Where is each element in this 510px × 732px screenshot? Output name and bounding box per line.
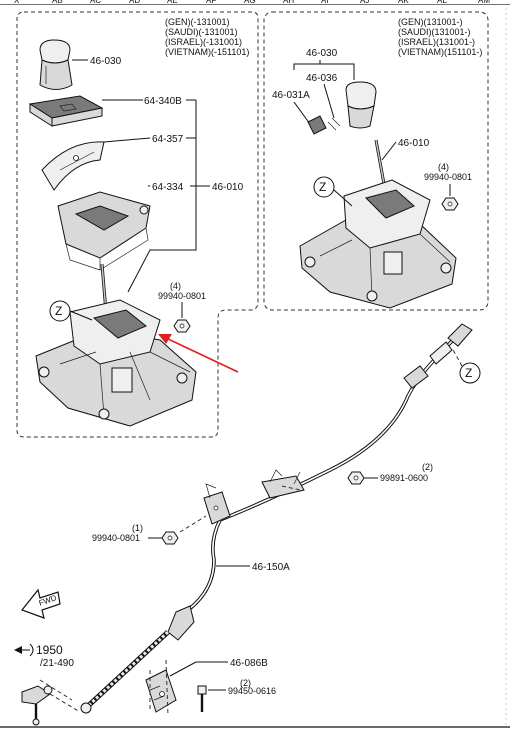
- ruler-label: AG: [244, 0, 256, 5]
- bolt-part: 99450-0616: [228, 686, 276, 696]
- ruler-label: AJ: [360, 0, 369, 5]
- cross-reference[interactable]: 1950 /21-490: [14, 643, 74, 669]
- shift-knob-left[interactable]: [39, 39, 73, 90]
- applicability-line: (SAUDI)(-131001): [165, 27, 238, 37]
- reference-number: 1950: [36, 643, 63, 657]
- zone-label: Z: [319, 180, 326, 194]
- zone-marker-right: Z: [313, 176, 353, 207]
- knob-clip[interactable]: [307, 115, 341, 135]
- applicability-line: (ISRAEL)(131001-): [398, 37, 475, 47]
- callout-assy-right: 46-010: [398, 138, 430, 149]
- shifter-assembly-right[interactable]: [299, 179, 457, 309]
- left-applicability: (GEN)(-131001) (SAUDI)(-131001) (ISRAEL)…: [165, 17, 249, 57]
- zone-marker-lower: Z: [451, 347, 481, 384]
- ruler-label: AC: [90, 0, 101, 5]
- nut-part-left: 99940-0801: [158, 291, 206, 301]
- callout-knob-body: 46-036: [306, 73, 338, 84]
- callout-cover: 64-357: [152, 134, 184, 145]
- cable-bracket-lower[interactable]: [145, 669, 177, 713]
- nut-right-box[interactable]: [441, 197, 459, 211]
- callout-bracket: 46-086B: [230, 658, 268, 669]
- applicability-line: (GEN)(131001-): [398, 17, 463, 27]
- callout-bezel: 64-340B: [144, 96, 182, 107]
- cable-bracket-upper[interactable]: [261, 469, 305, 499]
- nut-lower-right-qty: (2): [422, 462, 433, 472]
- applicability-line: (SAUDI)(131001-): [398, 27, 471, 37]
- nut-left-box[interactable]: [173, 319, 191, 333]
- reference-pointer-icon: [14, 646, 22, 654]
- ruler-label: AI: [321, 0, 329, 5]
- ruler-label: AL: [437, 0, 447, 5]
- shift-bezel[interactable]: [28, 95, 104, 127]
- red-arrow: [158, 334, 239, 373]
- shift-boot-cover[interactable]: [41, 141, 105, 191]
- cable-bracket-mid[interactable]: [203, 483, 231, 525]
- zone-label: Z: [55, 304, 62, 318]
- reference-subpage: /21-490: [40, 658, 74, 669]
- callout-leader: [127, 100, 197, 293]
- callout-assy-left: 46-010: [212, 182, 244, 193]
- callout-cable: 46-150A: [252, 562, 290, 573]
- ruler-label: AD: [129, 0, 140, 5]
- callout-panel: 64-334: [152, 182, 184, 193]
- nut-qty-left: (4): [170, 281, 181, 291]
- right-dashed-box: [263, 11, 489, 311]
- nut-lower-left-qty: (1): [132, 523, 143, 533]
- shift-knob-right[interactable]: [345, 81, 377, 129]
- fwd-arrow-icon: FWD: [21, 588, 61, 619]
- nut-lower-right-part: 99891-0600: [380, 473, 428, 483]
- ball-joint[interactable]: [21, 685, 53, 726]
- ruler-label: AF: [206, 0, 216, 5]
- applicability-line: (ISRAEL)(-131001): [165, 37, 242, 47]
- callout-knob-right: 46-030: [306, 48, 338, 59]
- nut-lower-left[interactable]: [161, 531, 179, 545]
- applicability-line: (VIETNAM)(151101-): [398, 47, 482, 57]
- indicator-panel[interactable]: [57, 191, 151, 271]
- left-dashed-box: [16, 11, 259, 438]
- ruler-label: AB: [52, 0, 63, 5]
- applicability-line: (VIETNAM)(-151101): [165, 47, 249, 57]
- bolt-lower[interactable]: [197, 685, 207, 712]
- zone-label: Z: [465, 366, 472, 380]
- ruler-label: AE: [167, 0, 178, 5]
- ruler-label: AM: [478, 0, 490, 5]
- callout-knob-left: 46-030: [90, 56, 122, 67]
- nut-qty-right: (4): [438, 162, 449, 172]
- nut-part-right: 99940-0801: [424, 172, 472, 182]
- bolt-qty: (2): [240, 678, 251, 688]
- nut-lower-left-part: 99940-0801: [92, 533, 140, 543]
- shifter-assembly-left[interactable]: [35, 299, 197, 427]
- ruler-label: AH: [283, 0, 294, 5]
- callout-clip: 46-031A: [272, 90, 310, 101]
- nut-lower-right[interactable]: [347, 471, 365, 485]
- ruler-label: AK: [398, 0, 409, 5]
- ruler-label: X: [14, 0, 20, 5]
- top-ruler: X AB AC AD AE AF AG AH AI AJ AK AL AM: [0, 0, 510, 5]
- zone-marker-left: Z: [49, 300, 93, 322]
- right-applicability: (GEN)(131001-) (SAUDI)(131001-) (ISRAEL)…: [398, 17, 482, 57]
- applicability-line: (GEN)(-131001): [165, 17, 230, 27]
